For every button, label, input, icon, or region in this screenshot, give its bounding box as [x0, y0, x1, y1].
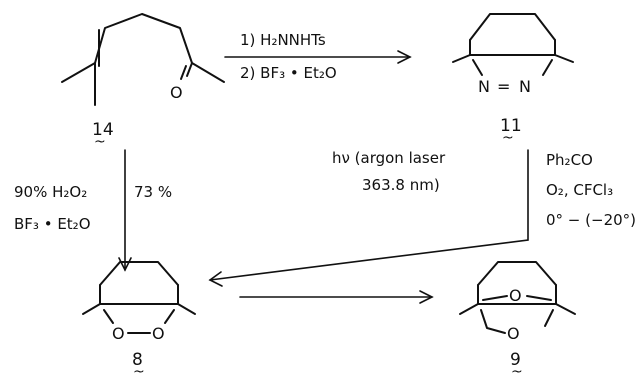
- compound-14-tilde: ~: [94, 134, 106, 150]
- peroxide-oxygen-1: O: [112, 324, 125, 343]
- arrow-11-to-8-head: [208, 271, 223, 287]
- arrow-14-to-11-head: [397, 50, 412, 64]
- reaction-3-condition-1: hν (argon laser: [332, 149, 446, 167]
- reaction-4-condition-2: O₂, CFCl₃: [546, 181, 613, 199]
- carbonyl-oxygen-label: O: [170, 83, 183, 102]
- azo-double-bond: =: [497, 77, 510, 96]
- ether-oxygen-bridge: O: [509, 286, 522, 305]
- compound-8-structure: O O: [82, 261, 196, 343]
- reaction-1-step-1: 1) H₂NNHTs: [240, 31, 326, 49]
- compound-11-label: 11: [500, 116, 522, 136]
- peroxide-oxygen-2: O: [152, 324, 165, 343]
- compound-14-label: 14: [92, 120, 114, 140]
- azo-nitrogen-2: N: [519, 77, 531, 96]
- reaction-2-yield: 73 %: [134, 183, 172, 201]
- azo-nitrogen-1: N: [478, 77, 490, 96]
- compound-11-tilde: ~: [502, 130, 514, 146]
- reaction-4-condition-1: Ph₂CO: [546, 151, 593, 169]
- reaction-4-condition-3: 0° − (−20°): [546, 211, 636, 229]
- arrow-8-to-9-head: [419, 290, 434, 304]
- compound-8-tilde: ~: [133, 364, 145, 380]
- compound-8-label: 8: [132, 350, 143, 370]
- compound-14-structure: O: [61, 13, 225, 106]
- reaction-2-reagent-2: BF₃ • Et₂O: [14, 215, 91, 233]
- reaction-2-reagent-1: 90% H₂O₂: [14, 183, 87, 201]
- compound-9-structure: O O: [459, 261, 576, 343]
- compound-11-structure: N = N: [452, 13, 574, 96]
- compound-9-tilde: ~: [511, 364, 523, 380]
- reaction-1-step-2: 2) BF₃ • Et₂O: [240, 64, 337, 82]
- reaction-3-condition-2: 363.8 nm): [362, 176, 440, 194]
- ether-oxygen-ring: O: [507, 324, 520, 343]
- arrow-11-to-8: [209, 149, 529, 281]
- compound-9-label: 9: [510, 350, 521, 370]
